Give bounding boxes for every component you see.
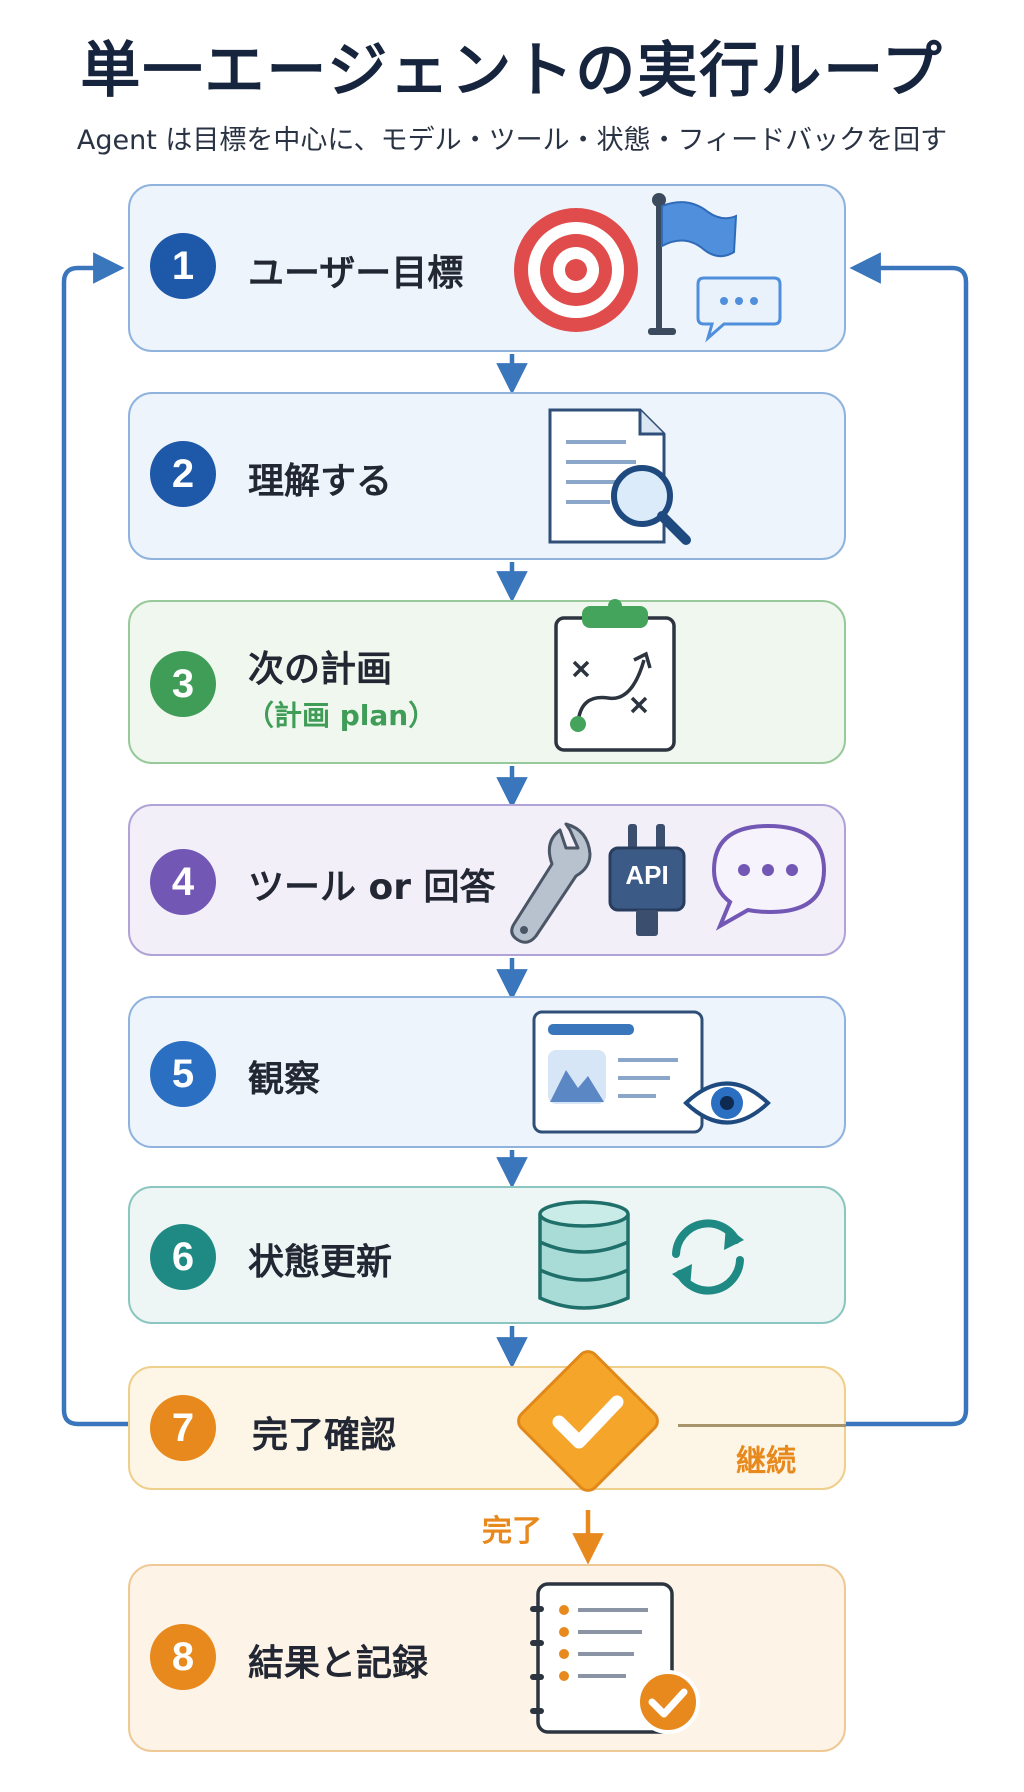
target-icon: [514, 208, 638, 332]
sync-icon: [672, 1219, 744, 1295]
step-number-badge: 7: [150, 1395, 216, 1461]
step-label: 理解する: [248, 461, 393, 502]
checklist-icon: [530, 1582, 700, 1734]
loop-arrow-left: [61, 252, 128, 1427]
step-card-6: 6 状態更新: [128, 1186, 846, 1324]
chat-bubble-icon: [696, 276, 782, 343]
wrench-icon: [510, 822, 592, 944]
step-label: 状態更新: [248, 1242, 393, 1283]
document-search-icon: [548, 408, 691, 545]
step-card-2: 2 理解する: [128, 392, 846, 560]
step-card-4: 4 ツール or 回答 API: [128, 804, 846, 956]
api-plug-icon: [608, 824, 686, 936]
flag-icon: [648, 193, 738, 335]
continue-line: [678, 1424, 846, 1427]
step-card-7: 7 完了確認: [128, 1366, 846, 1490]
api-label: API: [625, 860, 669, 890]
step-number-badge: 2: [150, 441, 216, 507]
database-icon: [538, 1200, 630, 1310]
eye-icon: [683, 1081, 771, 1125]
step-label: 観察: [248, 1059, 321, 1100]
step-label: 次の計画: [248, 649, 393, 690]
step-label: ユーザー目標: [248, 253, 464, 294]
loop-arrow-right: [846, 252, 969, 1427]
step-label: 完了確認: [252, 1415, 397, 1456]
edge-label-continue: 継続: [736, 1444, 796, 1479]
edge-label-done: 完了: [482, 1514, 542, 1549]
page-title: 単一エージェントの実行ループ: [80, 36, 944, 106]
step-sublabel: （計画 plan）: [246, 699, 437, 732]
step-card-3: 3 次の計画 （計画 plan）: [128, 599, 846, 764]
step-label: ツール or 回答: [248, 867, 496, 908]
check-diamond-icon: [517, 1350, 659, 1492]
step-number-badge: 3: [150, 651, 216, 717]
step-card-1: 1 ユーザー目標: [128, 184, 846, 352]
page-subtitle: Agent は目標を中心に、モデル・ツール・状態・フィードバックを回す: [76, 125, 948, 156]
observation-panel-icon: [532, 1010, 704, 1134]
step-card-5: 5 観察: [128, 996, 846, 1148]
step-number-badge: 6: [150, 1224, 216, 1290]
step-number-badge: 1: [150, 233, 216, 299]
step-card-8: 8 結果と記録: [128, 1564, 846, 1752]
chat-bubble-icon: [711, 823, 827, 931]
clipboard-plan-icon: [554, 599, 676, 752]
step-number-badge: 5: [150, 1041, 216, 1107]
step-label: 結果と記録: [248, 1643, 429, 1684]
step-number-badge: 8: [150, 1624, 216, 1690]
step-number-badge: 4: [150, 849, 216, 915]
